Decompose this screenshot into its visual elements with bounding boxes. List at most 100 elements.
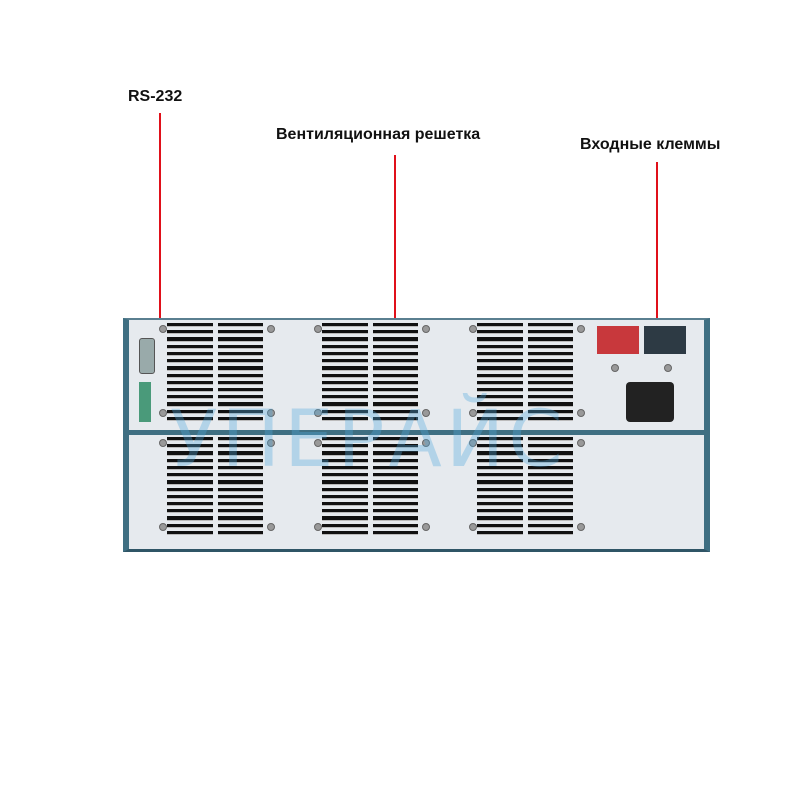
grille-slat [477, 494, 523, 499]
grille-slat [322, 359, 368, 364]
grille-slat [527, 359, 573, 364]
grille-slat [477, 323, 523, 328]
grille-slat [372, 530, 418, 536]
grille-slat [477, 387, 523, 393]
grille-slat [322, 351, 368, 357]
grille-slat [167, 366, 213, 371]
screw-icon [469, 439, 477, 447]
grille-slat [217, 387, 263, 393]
screw-icon [422, 325, 430, 333]
grille-slat [372, 451, 418, 456]
grille-slat [322, 451, 368, 456]
grille-slat [527, 330, 573, 335]
grille-slat [372, 444, 418, 449]
grille-slat [217, 416, 263, 422]
grille-slat [167, 344, 213, 349]
grille-slat [372, 501, 418, 507]
grille-slat [217, 451, 263, 456]
grille-slat [372, 437, 418, 442]
pointer-vent [394, 155, 396, 325]
grille-slat [167, 523, 213, 528]
device-rear-panel [123, 318, 710, 552]
grille-slat [372, 337, 418, 342]
grille-slat [217, 359, 263, 364]
grille-slat [527, 344, 573, 349]
grille-slat [217, 530, 263, 536]
grille-slat [527, 509, 573, 514]
grille-slat [167, 516, 213, 521]
grille-slat [217, 337, 263, 342]
grille-slat [322, 494, 368, 499]
grille-slat [527, 395, 573, 400]
grille-slat [372, 473, 418, 478]
screw-icon [159, 325, 167, 333]
grille-slat [322, 366, 368, 371]
grille-slat [477, 509, 523, 514]
grille-slat [477, 380, 523, 385]
grille-slat [527, 323, 573, 328]
grille-slat [372, 416, 418, 422]
grille-slat [527, 373, 573, 378]
grille-slat [167, 444, 213, 449]
grille-slat [217, 366, 263, 371]
grille-slat [167, 373, 213, 378]
grille-slat [167, 509, 213, 514]
label-terminals: Входные клеммы [580, 136, 721, 153]
grille-slat [527, 494, 573, 499]
ventilation-grille [322, 437, 418, 536]
ventilation-grille [477, 437, 573, 536]
grille-slat [217, 444, 263, 449]
grille-slat [217, 437, 263, 442]
grille-slat [527, 523, 573, 528]
terminal-block [139, 382, 151, 422]
screw-icon [577, 523, 585, 531]
screw-icon [664, 364, 672, 372]
screw-icon [314, 409, 322, 417]
grille-slat [477, 487, 523, 492]
grille-slat [322, 416, 368, 422]
grille-slat [372, 509, 418, 514]
grille-slat [322, 516, 368, 521]
grille-slat [167, 501, 213, 507]
screw-icon [611, 364, 619, 372]
screw-icon [422, 523, 430, 531]
screw-icon [267, 523, 275, 531]
grille-slat [527, 409, 573, 414]
screw-icon [469, 325, 477, 333]
grille-slat [217, 458, 263, 463]
grille-slat [322, 387, 368, 393]
grille-slat [217, 473, 263, 478]
screw-icon [159, 439, 167, 447]
grille-slat [477, 416, 523, 422]
grille-slat [322, 473, 368, 478]
grille-slat [322, 480, 368, 485]
grille-slat [527, 473, 573, 478]
grille-slat [217, 409, 263, 414]
grille-slat [477, 402, 523, 407]
panel-divider [129, 430, 704, 435]
grille-slat [167, 494, 213, 499]
grille-slat [217, 351, 263, 357]
grille-slat [217, 330, 263, 335]
grille-slat [477, 351, 523, 357]
grille-slat [217, 480, 263, 485]
grille-slat [527, 402, 573, 407]
grille-slat [322, 337, 368, 342]
grille-slat [167, 380, 213, 385]
grille-slat [477, 337, 523, 342]
grille-slat [372, 359, 418, 364]
grille-slat [372, 387, 418, 393]
grille-slat [167, 351, 213, 357]
screw-icon [469, 523, 477, 531]
grille-slat [527, 444, 573, 449]
grille-slat [372, 494, 418, 499]
screw-icon [314, 325, 322, 333]
grille-slat [217, 402, 263, 407]
grille-slat [217, 501, 263, 507]
grille-slat [217, 465, 263, 471]
grille-slat [322, 323, 368, 328]
grille-slat [322, 530, 368, 536]
grille-slat [217, 523, 263, 528]
grille-slat [527, 337, 573, 342]
grille-slat [322, 444, 368, 449]
